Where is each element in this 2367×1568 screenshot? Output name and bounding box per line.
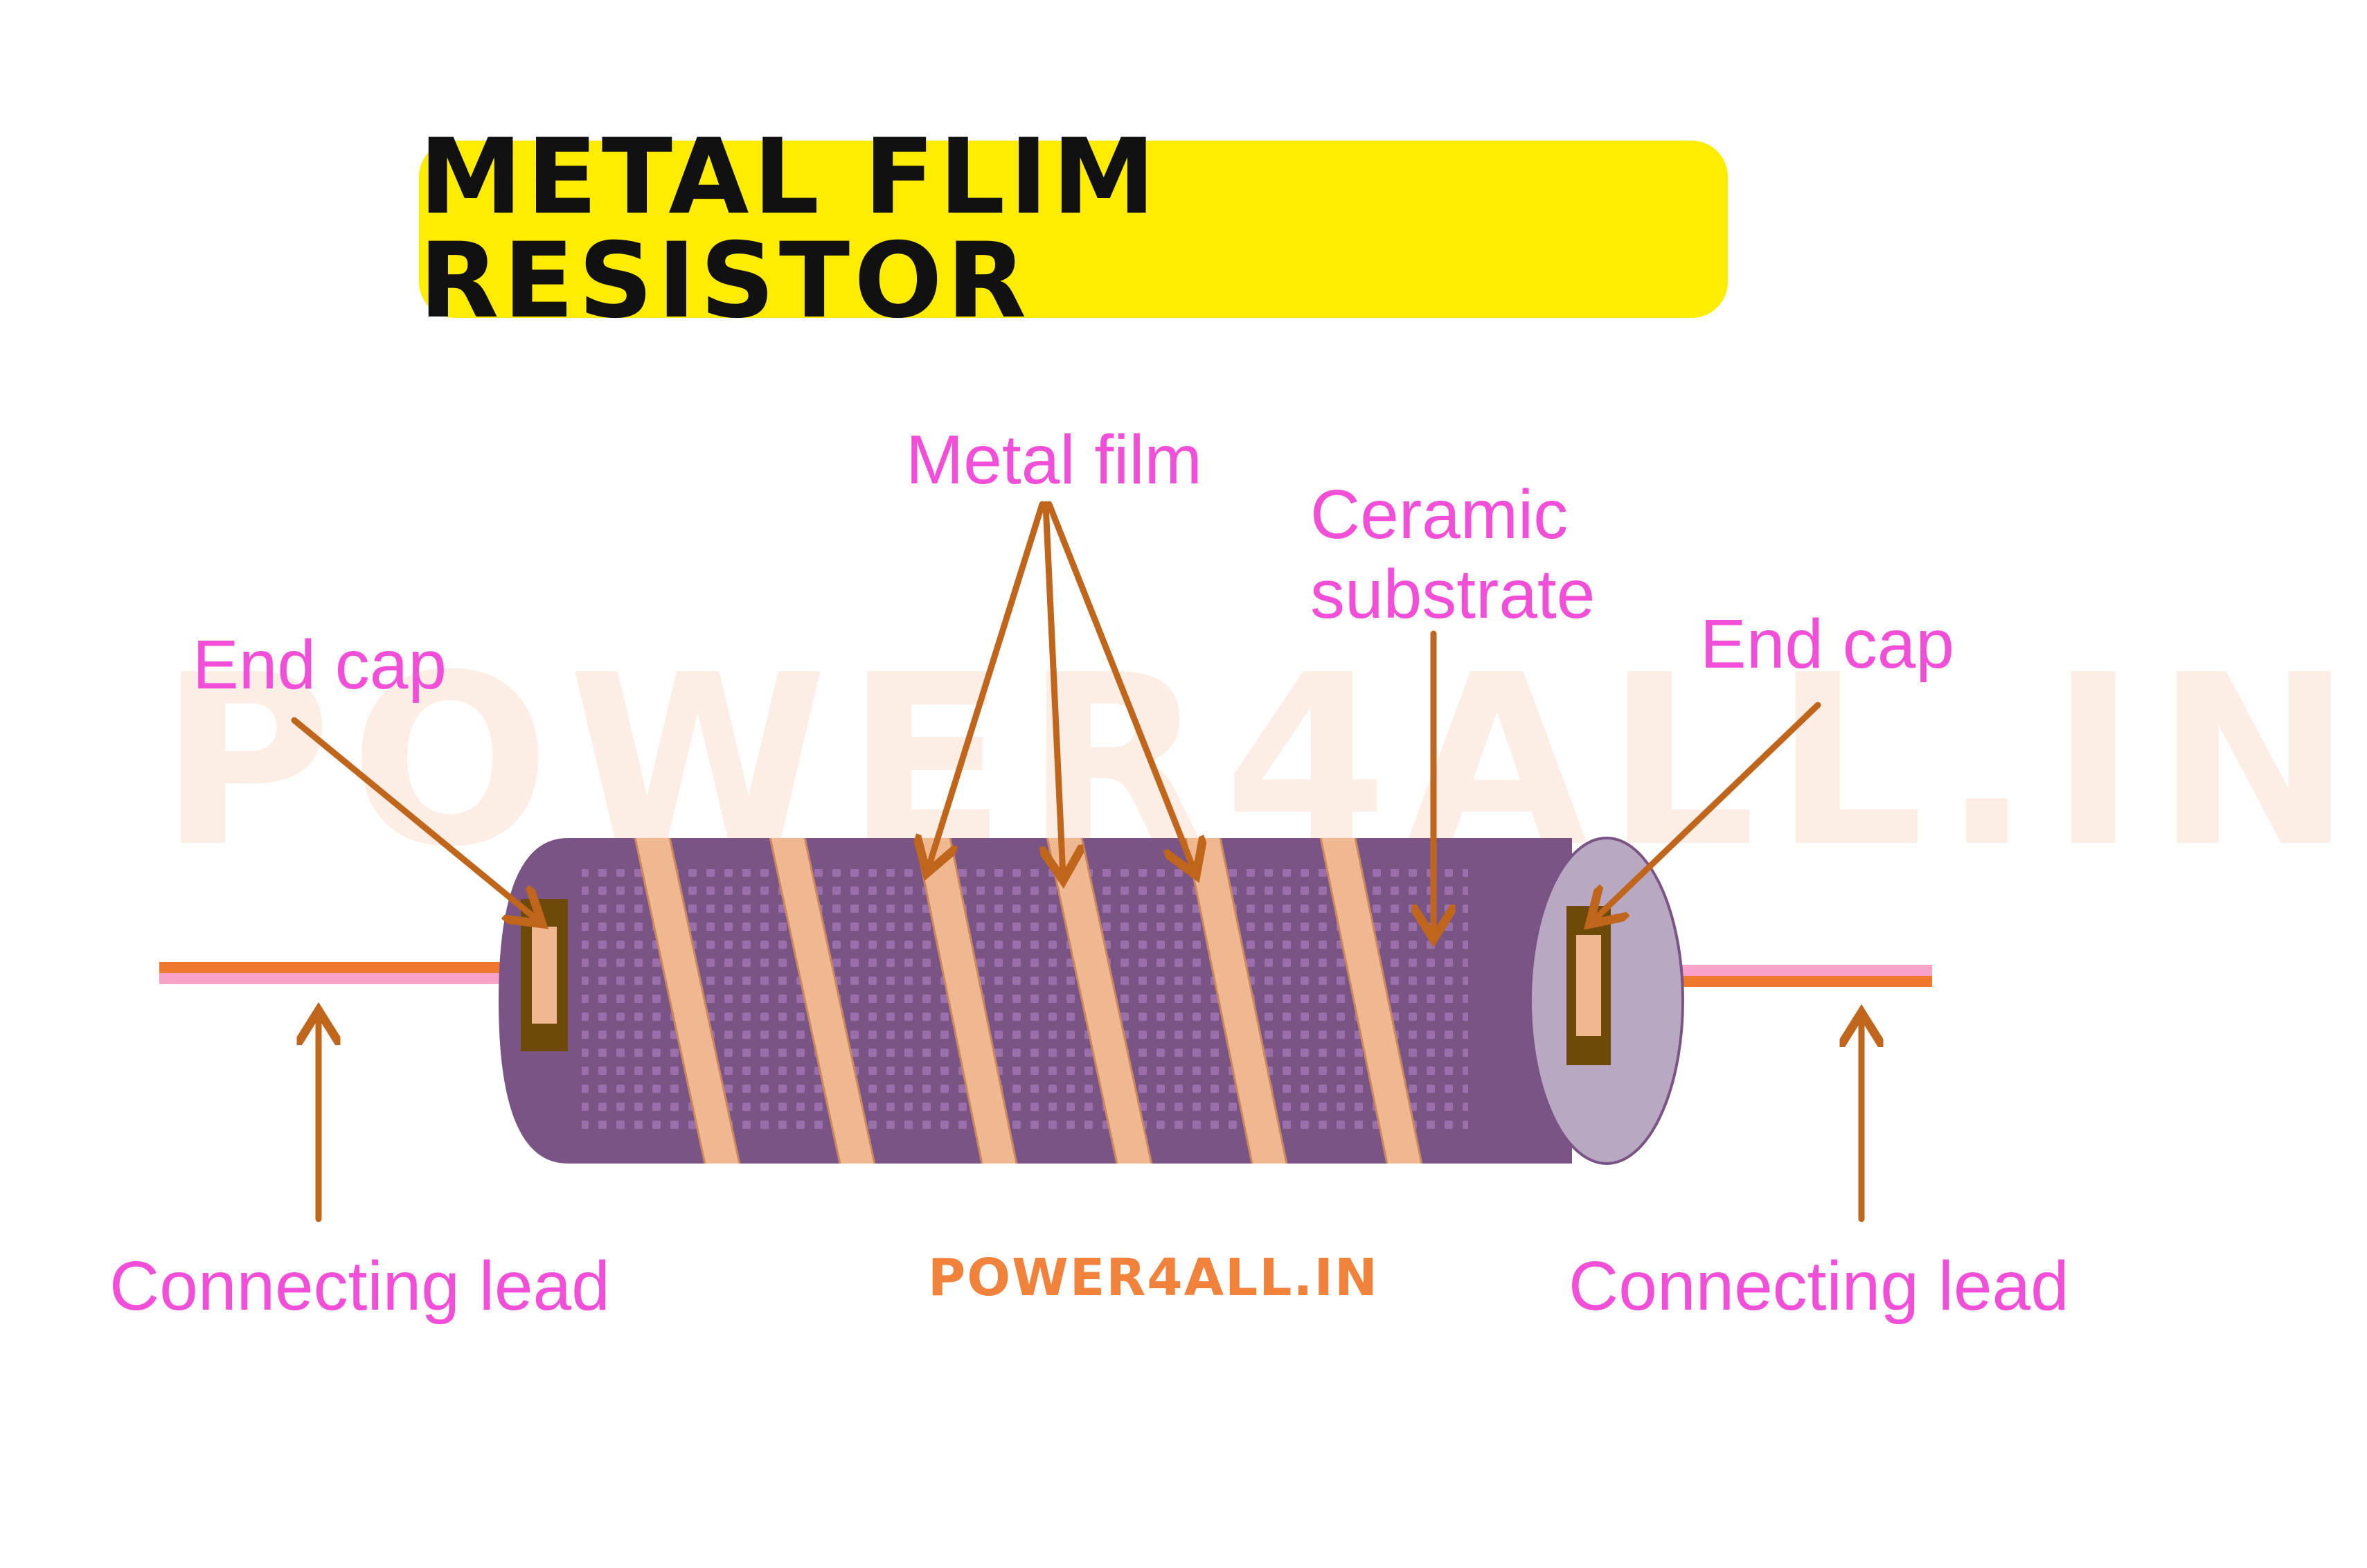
label-end-cap-left: End cap bbox=[193, 626, 447, 704]
ceramic-body bbox=[499, 838, 1572, 1164]
label-end-cap-right: End cap bbox=[1700, 605, 1954, 683]
label-metal-film: Metal film bbox=[906, 421, 1202, 499]
page-title: METAL FLIM RESISTOR bbox=[419, 117, 1160, 341]
metal-film-band bbox=[913, 838, 1019, 1164]
label-lead-right: Connecting lead bbox=[1569, 1247, 2069, 1325]
pointer-arrows bbox=[291, 501, 1861, 1222]
arrow-end-cap-left bbox=[291, 717, 539, 921]
metal-film-band bbox=[767, 838, 877, 1164]
arrow-metal-film-1 bbox=[928, 501, 1046, 869]
metal-film-band bbox=[632, 838, 742, 1164]
label-ceramic-line1: Ceramic bbox=[1310, 476, 1569, 553]
metal-film-bands bbox=[632, 838, 1424, 1164]
lead-left bbox=[159, 962, 519, 984]
label-ceramic-line2: substrate bbox=[1310, 555, 1596, 633]
end-cap-left bbox=[521, 899, 568, 1051]
arrow-end-cap-right bbox=[1593, 702, 1821, 921]
arrow-metal-film-3 bbox=[1046, 501, 1195, 871]
metal-film-band bbox=[1183, 838, 1289, 1164]
arrow-metal-film-2 bbox=[1046, 501, 1063, 876]
end-cap-right bbox=[1566, 906, 1611, 1065]
metal-film-band bbox=[1318, 838, 1424, 1164]
site-label: POWER4ALL.IN bbox=[928, 1248, 1379, 1308]
metal-film-band bbox=[1044, 838, 1154, 1164]
label-lead-left: Connecting lead bbox=[109, 1247, 610, 1325]
title-banner: METAL FLIM RESISTOR bbox=[419, 125, 1728, 333]
substrate-texture bbox=[582, 869, 1468, 1132]
